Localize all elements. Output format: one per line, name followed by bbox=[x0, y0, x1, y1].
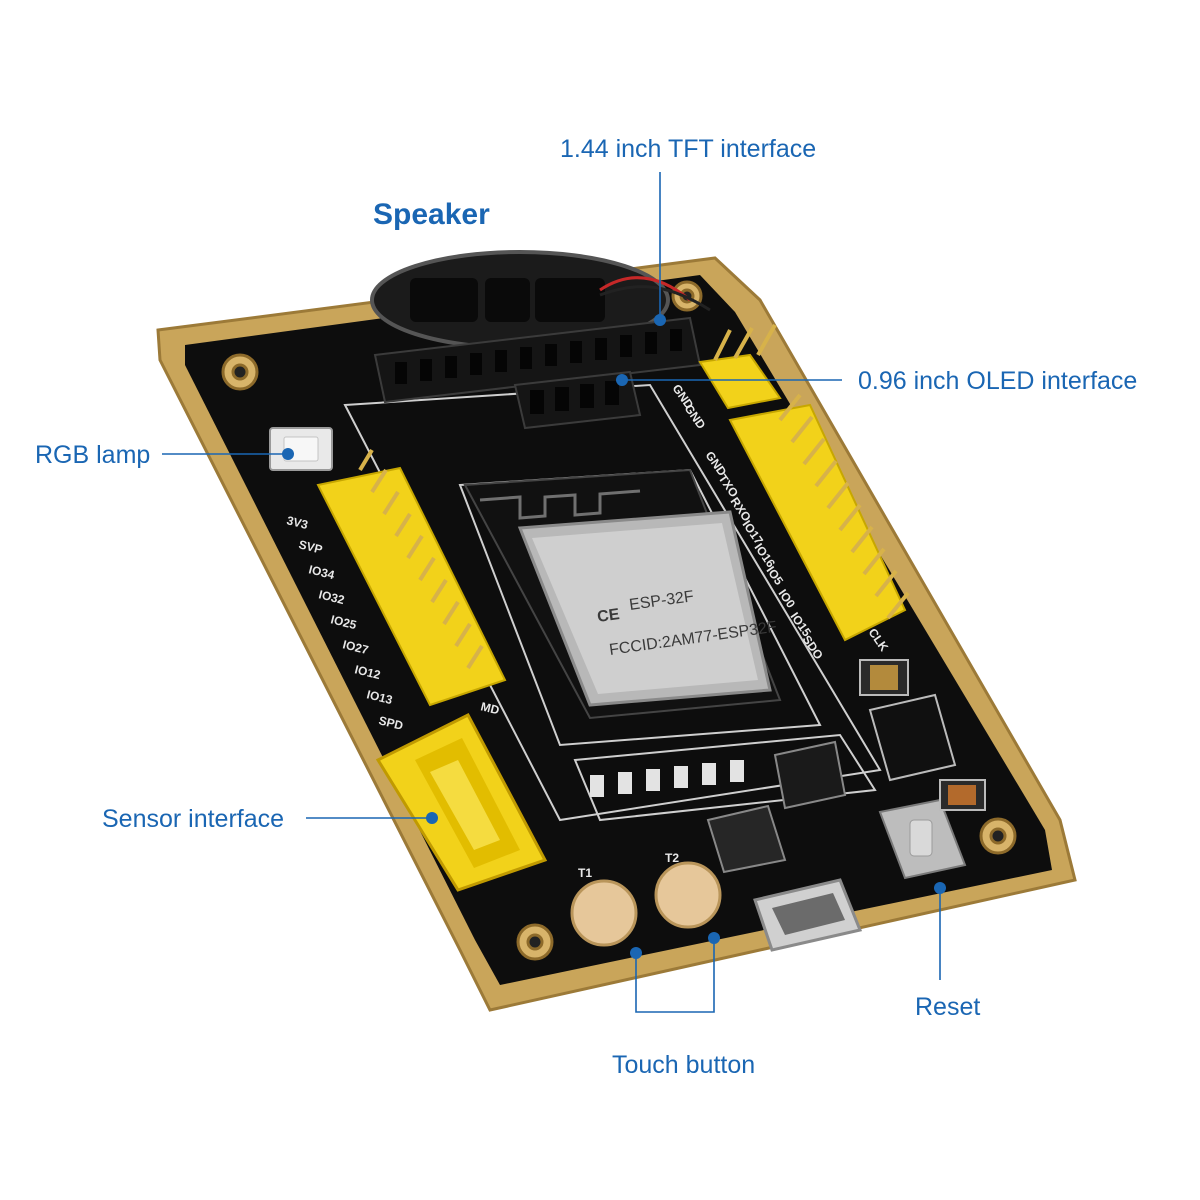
speaker bbox=[370, 250, 711, 350]
module-ce-mark: CE bbox=[596, 606, 621, 626]
touch-leader-dot-t2 bbox=[708, 932, 720, 944]
tft-header bbox=[373, 316, 702, 404]
pin-label-svp: SVP bbox=[297, 537, 324, 556]
oled-header bbox=[513, 370, 642, 430]
speaker-label: Speaker bbox=[373, 198, 490, 231]
small-components bbox=[590, 659, 986, 874]
pin-label-io34: IO34 bbox=[307, 562, 336, 582]
pin-label-io27: IO27 bbox=[341, 637, 370, 657]
touch-leader-dot-t1 bbox=[630, 947, 642, 959]
pin-label-io32: IO32 bbox=[317, 587, 346, 607]
esp32-module bbox=[463, 468, 782, 720]
touch-pads bbox=[570, 861, 722, 947]
sensor-connector bbox=[375, 713, 548, 892]
micro-usb-port bbox=[753, 878, 863, 952]
right-pin-header bbox=[698, 324, 910, 642]
touch-pad-label-t1: T1 bbox=[578, 866, 592, 880]
pin-label-md: MD bbox=[479, 699, 501, 717]
left-pin-header bbox=[316, 448, 507, 707]
touch-leader bbox=[635, 938, 715, 1013]
rgb-lamp-label: RGB lamp bbox=[35, 441, 150, 469]
pin-label-spd: SPD bbox=[377, 713, 405, 733]
touch-pad-label-t2: T2 bbox=[665, 851, 679, 865]
left-pin-labels: 3V3 SVP IO34 IO32 IO25 IO27 IO12 IO13 SP… bbox=[285, 513, 501, 733]
touch-button-label: Touch button bbox=[612, 1051, 755, 1079]
oled-leader-dot bbox=[616, 374, 628, 386]
mounting-holes bbox=[221, 280, 1017, 961]
reset-leader-dot bbox=[934, 882, 946, 894]
rgb-leader-dot bbox=[282, 448, 294, 460]
oled-interface-label: 0.96 inch OLED interface bbox=[858, 367, 1137, 395]
leader-lines bbox=[162, 172, 946, 1013]
tft-interface-label: 1.44 inch TFT interface bbox=[560, 135, 816, 163]
pin-label-io13: IO13 bbox=[365, 687, 394, 707]
sensor-leader-dot bbox=[426, 812, 438, 824]
reset-label: Reset bbox=[915, 993, 980, 1021]
reset-button bbox=[878, 798, 967, 880]
sensor-interface-label: Sensor interface bbox=[102, 805, 284, 833]
rgb-lamp bbox=[269, 427, 333, 471]
pin-label-io12: IO12 bbox=[353, 662, 382, 682]
tft-leader-dot bbox=[654, 314, 666, 326]
pin-label-io25: IO25 bbox=[329, 612, 358, 632]
pin-label-3v3: 3V3 bbox=[285, 513, 309, 532]
callouts: Speaker 1.44 inch TFT interface 0.96 inc… bbox=[35, 135, 1137, 1079]
